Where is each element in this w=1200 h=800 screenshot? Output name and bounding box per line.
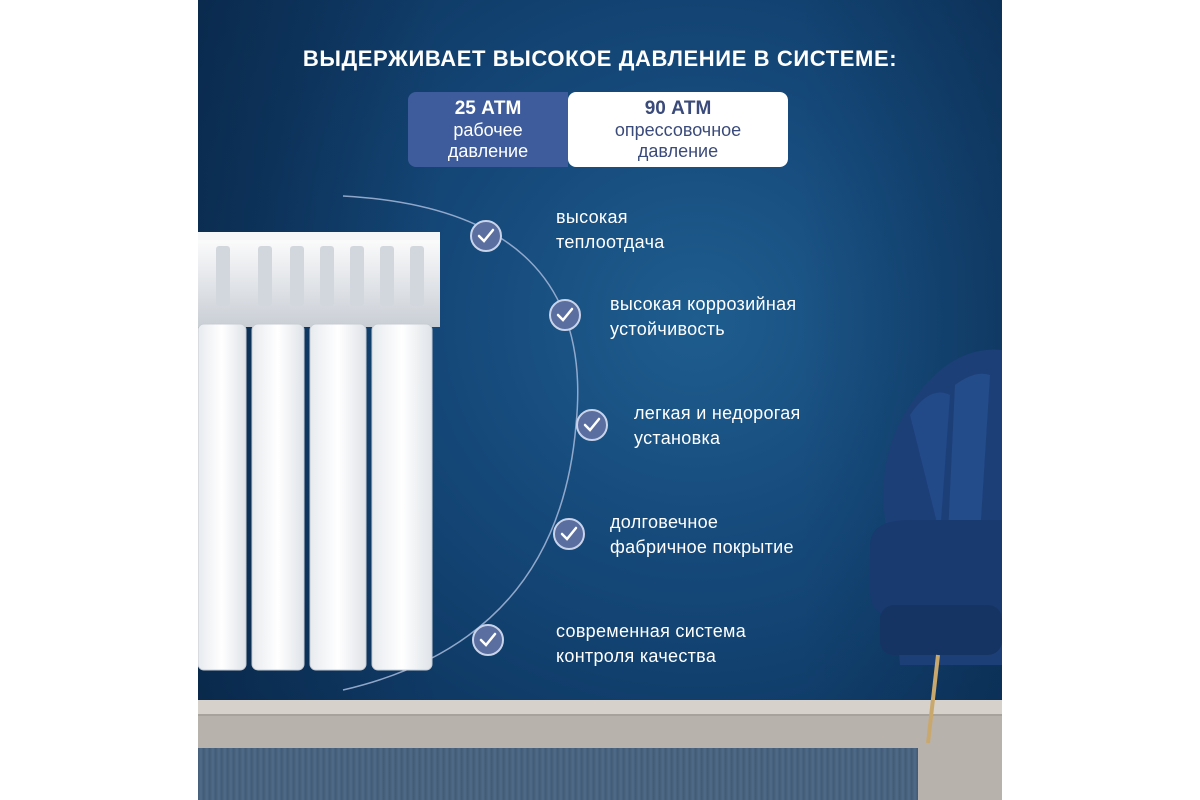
rug (198, 748, 918, 800)
armchair-image (870, 349, 1002, 744)
test-pressure-label-1: опрессовочное (614, 120, 742, 140)
check-icon (549, 299, 581, 331)
feature-line-2: установка (634, 428, 721, 448)
test-pressure: 90 АТМ опрессовочное давление (568, 92, 788, 167)
feature-line-2: устойчивость (610, 319, 725, 339)
feature-line-2: теплоотдача (556, 232, 665, 252)
feature-line-1: высокая (556, 207, 628, 227)
feature-line-1: современная система (556, 621, 747, 641)
test-pressure-label-2: давление (637, 141, 719, 161)
product-card: ВЫДЕРЖИВАЕТ ВЫСОКОЕ ДАВЛЕНИЕ В СИСТЕМЕ: … (198, 0, 1002, 800)
feature-corrosion-resistance: высокая коррозийная устойчивость (610, 292, 796, 342)
headline: ВЫДЕРЖИВАЕТ ВЫСОКОЕ ДАВЛЕНИЕ В СИСТЕМЕ: (302, 46, 898, 71)
test-pressure-value: 90 АТМ (644, 98, 712, 119)
baseboard (198, 700, 1002, 716)
feature-durable-coating: долговечное фабричное покрытие (610, 510, 794, 560)
radiator-image (198, 232, 440, 671)
working-pressure-label-1: рабочее (453, 120, 523, 140)
working-pressure-label-2: давление (447, 141, 529, 161)
check-icon (472, 624, 504, 656)
check-icon (576, 409, 608, 441)
feature-line-2: контроля качества (556, 646, 717, 666)
feature-heat-output: высокая теплоотдача (556, 205, 665, 255)
feature-line-2: фабричное покрытие (610, 537, 794, 557)
check-icon (553, 518, 585, 550)
working-pressure: 25 АТМ рабочее давление (408, 92, 568, 167)
feature-line-1: легкая и недорогая (634, 403, 801, 423)
feature-quality-control: современная система контроля качества (556, 619, 746, 669)
feature-easy-installation: легкая и недорогая установка (634, 401, 801, 451)
feature-line-1: высокая коррозийная (610, 294, 797, 314)
feature-line-1: долговечное (610, 512, 719, 532)
pressure-box: 25 АТМ рабочее давление 90 АТМ опрессово… (408, 92, 788, 167)
working-pressure-value: 25 АТМ (454, 98, 522, 119)
check-icon (470, 220, 502, 252)
